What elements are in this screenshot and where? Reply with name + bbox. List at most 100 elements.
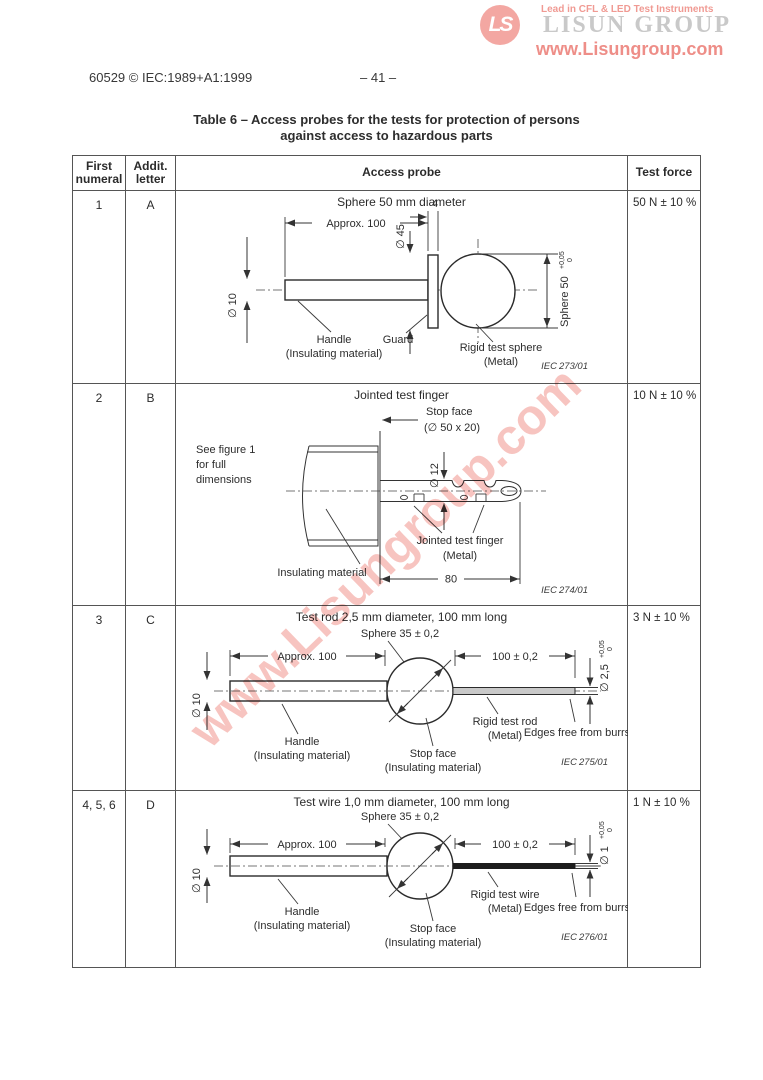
dim-approx-100: Approx. 100: [229, 837, 386, 853]
edges-label: Edges free from burrs: [524, 727, 628, 739]
svg-text:0: 0: [567, 258, 574, 262]
leader-lines: [281, 696, 576, 747]
row2-addit-letter: B: [126, 384, 176, 605]
rigid-wire-label: Rigid test wire: [470, 889, 539, 901]
svg-text:∅ 12: ∅ 12: [429, 463, 441, 488]
finger-label: Jointed test finger: [417, 535, 504, 547]
svg-text:∅ 2,5: ∅ 2,5: [599, 664, 611, 692]
svg-text:+0,05: +0,05: [599, 640, 606, 658]
col-header-access-probe: Access probe: [176, 156, 628, 190]
svg-text:0: 0: [607, 828, 614, 832]
rigid-rod-material-label: (Metal): [488, 730, 522, 742]
col-header-addit-letter: Addit. letter: [126, 156, 176, 190]
finger-material-label: (Metal): [443, 550, 477, 562]
svg-text:+0,05: +0,05: [599, 821, 606, 839]
table-title: Table 6 – Access probes for the tests fo…: [72, 112, 701, 144]
handle-label: Handle: [285, 906, 320, 918]
page-number: – 41 –: [360, 70, 397, 85]
table-title-line1: Table 6 – Access probes for the tests fo…: [193, 112, 580, 127]
guard-label: Guard: [383, 334, 414, 346]
row2-probe-caption: Jointed test finger: [354, 388, 449, 402]
svg-text:80: 80: [445, 574, 457, 586]
figure-ref-label: IEC: [561, 757, 577, 768]
svg-text:Approx. 100: Approx. 100: [326, 218, 385, 230]
svg-text:Stop face: Stop face: [426, 406, 472, 418]
rod-outline: [452, 687, 576, 695]
svg-text:dimensions: dimensions: [196, 474, 252, 486]
svg-text:Sphere 50: Sphere 50: [559, 276, 571, 327]
row3-first-numeral: 3: [73, 606, 126, 790]
row1-access-probe-cell: Sphere 50 mm diameter: [176, 191, 628, 383]
row1-probe-caption: Sphere 50 mm diameter: [337, 195, 466, 209]
insulating-handle-outline: [302, 445, 379, 547]
row1-addit-letter: A: [126, 191, 176, 383]
svg-text:See figure 1: See figure 1: [196, 444, 255, 456]
logo-website-url: www.Lisungroup.com: [536, 39, 724, 59]
insulating-material-label: Insulating material: [277, 567, 366, 579]
dim-100: 100 ± 0,2: [454, 649, 576, 678]
sphere-probe-diagram: Approx. 100 4 ∅ 45: [227, 198, 588, 372]
stop-face-material-label: (Insulating material): [385, 937, 482, 949]
wire-outline: [452, 863, 576, 869]
dim-sphere-50: Sphere 50 +0,05 0: [481, 251, 574, 329]
svg-text:(∅ 50 x 20): (∅ 50 x 20): [424, 422, 480, 434]
figure-ref-number: 275/01: [578, 757, 608, 768]
dim-dia-wire: ∅ 1 +0,05 0: [575, 821, 614, 897]
see-figure-note: See figure 1 for full dimensions: [196, 444, 255, 486]
table-row: 1 A Sphere 50 mm diameter: [73, 191, 700, 384]
svg-text:100 ± 0,2: 100 ± 0,2: [492, 651, 538, 663]
table-header-row: First numeral Addit. letter Access probe…: [73, 156, 700, 191]
document-reference: 60529 © IEC:1989+A1:1999: [89, 70, 253, 85]
dim-dia-45: ∅ 45: [395, 224, 414, 354]
row1-test-force: 50 N ± 10 %: [633, 197, 697, 209]
figure-ref-number: 273/01: [558, 361, 588, 372]
row2-test-force: 10 N ± 10 %: [633, 390, 697, 402]
finger-outline: [379, 480, 522, 502]
handle-label: Handle: [285, 736, 320, 748]
svg-text:∅ 45: ∅ 45: [395, 224, 407, 249]
dim-80: 80: [380, 502, 521, 586]
stop-face-callout: Stop face (∅ 50 x 20): [379, 406, 480, 584]
handle-label: Handle: [317, 334, 352, 346]
handle-material-label: (Insulating material): [286, 348, 383, 360]
dim-approx-100: Approx. 100: [229, 649, 386, 676]
svg-text:for full: for full: [196, 459, 226, 471]
handle-material-label: (Insulating material): [254, 920, 351, 932]
row1-first-numeral: 1: [73, 191, 126, 383]
dim-dia-10: ∅ 10: [227, 237, 251, 343]
svg-text:∅ 10: ∅ 10: [191, 693, 203, 718]
col-header-first-numeral: First numeral: [73, 156, 126, 190]
dim-dia-10: ∅ 10: [191, 829, 211, 903]
sphere-dim-label: Sphere 35 ± 0,2: [361, 628, 439, 640]
svg-text:∅ 10: ∅ 10: [191, 868, 203, 893]
jointed-finger-diagram: Stop face (∅ 50 x 20) See figure 1 for f…: [196, 406, 588, 596]
test-rod-diagram: Sphere 35 ± 0,2 Approx. 100: [191, 628, 628, 774]
svg-text:Approx. 100: Approx. 100: [277, 651, 336, 663]
col-header-test-force: Test force: [635, 165, 693, 180]
dim-4: 4: [410, 198, 439, 251]
row3-probe-caption: Test rod 2,5 mm diameter, 100 mm long: [295, 610, 508, 624]
sphere-material-label: (Metal): [484, 356, 518, 368]
row2-access-probe-cell: Jointed test finger Stop face (∅ 50 x 20…: [176, 384, 628, 605]
figure-ref-number: 274/01: [558, 585, 588, 596]
probe-outline: [284, 253, 516, 329]
svg-text:∅ 10: ∅ 10: [227, 293, 239, 318]
row3-access-probe-cell: Test rod 2,5 mm diameter, 100 mm long Sp…: [176, 606, 628, 790]
sphere-diagonal-dim: [388, 659, 452, 723]
figure-ref-number: 276/01: [578, 932, 608, 943]
row4-access-probe-cell: Test wire 1,0 mm diameter, 100 mm long S…: [176, 791, 628, 967]
access-probes-table: First numeral Addit. letter Access probe…: [72, 155, 701, 968]
dim-100: 100 ± 0,2: [454, 837, 576, 855]
rigid-wire-material-label: (Metal): [488, 903, 522, 915]
svg-text:4: 4: [432, 198, 438, 210]
stop-face-label: Stop face: [410, 923, 456, 935]
test-wire-diagram: Sphere 35 ± 0,2 Approx. 100: [191, 811, 628, 949]
leader-lines: [297, 300, 494, 343]
table-row: 2 B Jointed test finger Stop face (∅ 50 …: [73, 384, 700, 606]
logo-tagline: Lead in CFL & LED Test Instruments: [541, 4, 714, 15]
row4-probe-caption: Test wire 1,0 mm diameter, 100 mm long: [293, 795, 510, 809]
table-row: 3 C Test rod 2,5 mm diameter, 100 mm lon…: [73, 606, 700, 791]
table-title-line2: against access to hazardous parts: [280, 128, 493, 143]
svg-text:Approx. 100: Approx. 100: [277, 839, 336, 851]
